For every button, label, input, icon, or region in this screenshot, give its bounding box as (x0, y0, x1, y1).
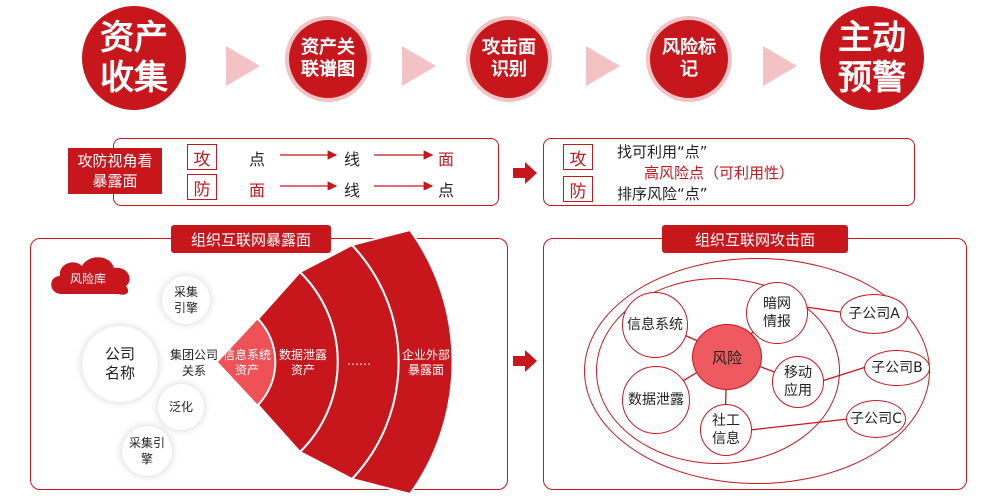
collect-engine2-node: 采集引 擎 (122, 426, 172, 476)
flow-step-early-warning: 主动 预警 (820, 6, 924, 110)
flow-arrow-2 (402, 46, 436, 86)
right-attack-label: 攻 (563, 144, 593, 170)
darkweb-intel-node: 暗网 情报 (746, 282, 808, 344)
flow-step-asset-graph: 资产关 联谱图 (285, 16, 371, 102)
flow-arrow-4 (763, 46, 797, 86)
mobile-app-node: 移动 应用 (772, 356, 824, 408)
attack-label: 攻 (187, 144, 217, 170)
subsidiary-a-node: 子公司A (840, 294, 908, 334)
flow-arrow-1 (226, 46, 260, 86)
cloud-label: 风险库 (69, 272, 106, 286)
subsidiary-c-node: 子公司C (846, 400, 906, 438)
fan-ellipsis: …… (347, 354, 371, 368)
fan-external-exposure: 企业外部 暴露面 (401, 348, 450, 377)
social-eng-node: 社工 信息 (700, 404, 752, 456)
sort-risk-text: 排序风险“点” (617, 185, 708, 203)
attack-seq-3: 面 (438, 150, 455, 169)
flow-arrow-3 (586, 46, 620, 86)
generalize-node: 泛化 (158, 384, 204, 430)
exposure-panel-title: 组织互联网暴露面 (171, 225, 331, 253)
seq-arrows (280, 150, 434, 190)
attack-defense-box (113, 138, 499, 206)
defense-seq-3: 点 (438, 181, 455, 200)
defense-seq-2: 线 (344, 181, 361, 200)
subsidiary-b-node: 子公司B (864, 350, 930, 386)
fan-data-leak: 数据泄露 资产 (278, 348, 327, 377)
right-view-box (543, 138, 915, 206)
view-title: 攻防视角看 暴露面 (68, 148, 162, 194)
attack-panel-title: 组织互联网攻击面 (662, 225, 848, 253)
flow-step-risk-mark: 风险标 记 (646, 16, 732, 102)
data-leak-node: 数据泄露 (622, 366, 690, 434)
high-risk-text: 高风险点（可利用性） (644, 164, 795, 182)
right-defense-label: 防 (563, 176, 593, 202)
group-relation-node: 集团公司 关系 (169, 348, 218, 378)
defense-label: 防 (187, 174, 217, 200)
flow-step-asset-collection: 资产 收集 (82, 6, 186, 110)
info-system-node: 信息系统 (622, 292, 688, 358)
collect-engine-node: 采集 引擎 (162, 276, 210, 324)
risk-center-node: 风险 (692, 324, 762, 390)
fan-info-system: 信息系统 资产 (222, 348, 271, 377)
find-exploitable-text: 找可利用“点” (617, 143, 708, 161)
mid-arrow-top (513, 162, 537, 184)
attack-inner-ellipse (596, 278, 840, 464)
company-name-node: 公司 名称 (82, 326, 158, 402)
flow-step-attack-surface: 攻击面 识别 (466, 16, 552, 102)
mid-arrow-bottom (513, 350, 537, 372)
cloud-icon (51, 257, 130, 295)
attack-seq-2: 线 (344, 150, 361, 169)
defense-seq-1: 面 (249, 181, 266, 200)
attack-seq-1: 点 (249, 150, 266, 169)
